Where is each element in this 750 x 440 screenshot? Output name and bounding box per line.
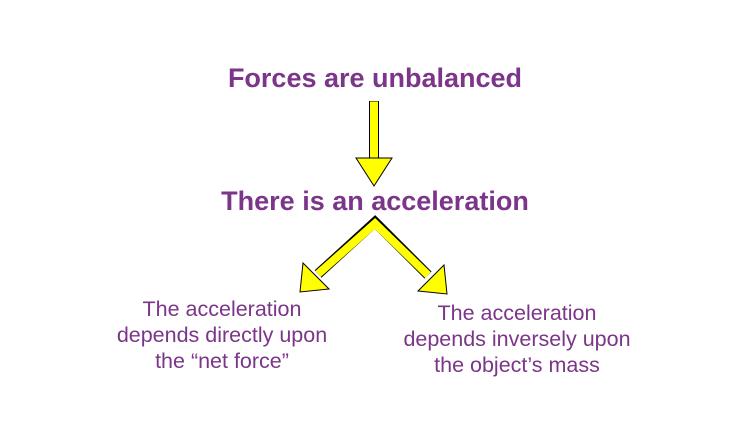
down-arrow (355, 101, 393, 187)
right-arrowhead (416, 263, 448, 295)
text-line: the object’s mass (434, 353, 600, 377)
text-line: the “net force” (155, 349, 289, 373)
left-arrowhead (299, 261, 331, 293)
node-acceleration: There is an acceleration (221, 186, 529, 216)
node-mass: The acceleration depends inversely upon … (367, 300, 667, 378)
text-line: depends inversely upon (403, 327, 631, 351)
node-net-force: The acceleration depends directly upon t… (72, 296, 372, 374)
text-line: The acceleration (142, 297, 302, 321)
branch-arrows (299, 215, 448, 295)
text-line: depends directly upon (116, 323, 328, 347)
text-line: The acceleration (437, 301, 597, 325)
node-forces-unbalanced: Forces are unbalanced (227, 63, 523, 93)
